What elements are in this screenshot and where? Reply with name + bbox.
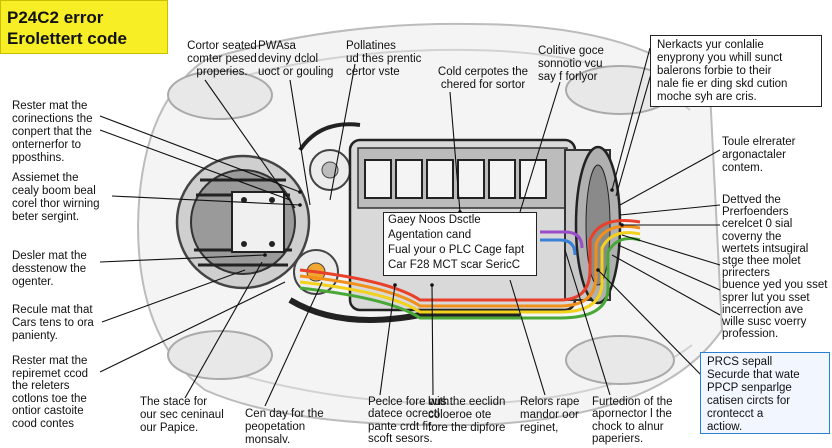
title-banner: P24C2 error Erolettert code bbox=[0, 0, 168, 54]
callout-left-4: Recule mat that Cars tens to ora panient… bbox=[12, 304, 94, 342]
wheel-front-left bbox=[167, 70, 273, 120]
callout-bottom-5: Relors rape mandor oor reginet, bbox=[520, 396, 580, 434]
center-line-1: Gaey Noos Dsctle bbox=[388, 214, 481, 226]
center-callout-box: Gaey Noos Dsctle Agentation cand Fual yo… bbox=[383, 212, 537, 276]
wire-yellow bbox=[299, 231, 641, 314]
callout-bottom-1: The stace for our sec ceninaul our Papic… bbox=[140, 396, 224, 434]
callout-box-top-right-text: Nerkacts yur conlalie enyprony you whill… bbox=[657, 39, 788, 103]
callout-top-1: Cortor seated comter pesed properies. bbox=[187, 40, 257, 78]
wire-green bbox=[299, 237, 641, 320]
callout-left-5: Rester mat the repiremet ccod the relete… bbox=[12, 355, 89, 430]
title-line-1: P24C2 error bbox=[7, 8, 104, 27]
wire-orange bbox=[299, 224, 641, 308]
callout-bottom-3: Peclce fore with datece ocrectl pante cr… bbox=[368, 396, 450, 445]
callout-bottom-4: bus the eeclidn coloeroe ote fore the di… bbox=[428, 396, 506, 434]
wire-blue bbox=[540, 238, 577, 256]
wire-purple bbox=[540, 230, 584, 249]
callout-top-2: PWAsa deviny dclol uoct or gouling bbox=[258, 40, 334, 78]
wheel-rear-left bbox=[167, 330, 273, 380]
center-line-2: Agentation cand bbox=[388, 229, 472, 241]
callout-bottom-2: Cen day for the peopetation monsalv. bbox=[245, 408, 324, 446]
callout-right-1: Toule elrerater argonactaler contem. bbox=[722, 136, 796, 174]
ecu-modules bbox=[364, 159, 547, 199]
callout-box-bottom-right: PRCS sepall Securde that wate PPCP senpa… bbox=[700, 352, 830, 434]
left-motor-cover bbox=[231, 191, 285, 253]
title-line-2: Erolettert code bbox=[7, 29, 127, 48]
callout-left-3: Desler mat the desstenow the ogenter. bbox=[12, 250, 87, 288]
callout-left-2: Assiemet the cealy boom beal corel thor … bbox=[12, 172, 100, 223]
black-hose bbox=[288, 297, 520, 323]
callout-bottom-6: Furtedion of the apornector l the chock … bbox=[592, 396, 673, 445]
callout-top-5: Colitive goce sonnotio vcu say f forlyor bbox=[538, 45, 604, 83]
callout-top-3: Pollatines ud thes prentic certor vste bbox=[346, 40, 422, 78]
wire-red bbox=[299, 219, 641, 302]
upper-hose bbox=[298, 122, 361, 152]
wheel-rear-right bbox=[565, 335, 675, 385]
callout-box-bottom-right-text: PRCS sepall Securde that wate PPCP senpa… bbox=[707, 356, 800, 433]
leader-lines bbox=[99, 47, 721, 407]
callout-box-top-right: Nerkacts yur conlalie enyprony you whill… bbox=[650, 35, 822, 107]
callout-left-1: Rester mat the corinections the conpert … bbox=[12, 100, 93, 164]
center-line-4: Car F28 MCT scar SericC bbox=[388, 259, 521, 271]
callout-top-4: Cold cerpotes the chered for sortor bbox=[437, 66, 529, 91]
callout-right-2: Dettved the Prerfoenders cerelcet 0 sial… bbox=[722, 194, 828, 341]
center-line-3: Fual your o PLC Cage fapt bbox=[388, 244, 525, 256]
